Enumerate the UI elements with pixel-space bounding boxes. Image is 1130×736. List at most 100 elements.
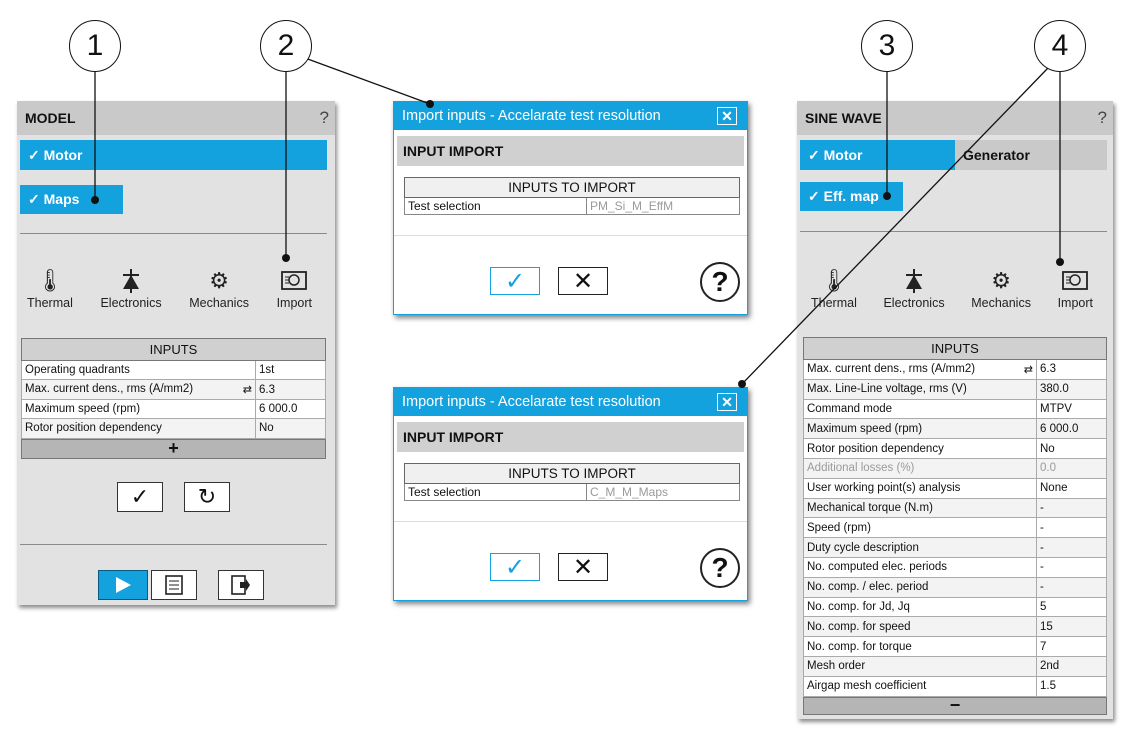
help-icon[interactable]: ? — [700, 548, 740, 588]
divider — [394, 521, 747, 522]
help-icon[interactable]: ? — [319, 108, 329, 127]
thermal-tool[interactable]: 🌡 Thermal — [27, 266, 73, 310]
help-icon[interactable]: ? — [700, 262, 740, 302]
table-row[interactable]: Duty cycle description- — [803, 537, 1107, 558]
tool-label: Mechanics — [189, 296, 249, 310]
tool-label: Thermal — [27, 296, 73, 310]
confirm-button[interactable]: ✓ — [490, 553, 540, 581]
electronics-tool[interactable]: Electronics — [100, 266, 162, 310]
export-button[interactable] — [218, 570, 264, 600]
export-icon — [231, 575, 250, 595]
inputs-table: INPUTS Max. current dens., rms (A/mm2)⇄6… — [803, 337, 1107, 697]
play-icon — [116, 577, 131, 593]
dialog-title-bar: Import inputs - Accelarate test resoluti… — [394, 102, 747, 130]
dialog-title-bar: Import inputs - Accelarate test resoluti… — [394, 388, 747, 416]
report-button[interactable] — [151, 570, 197, 600]
import-tool[interactable]: Import — [1058, 266, 1093, 310]
row-label: No. comp. for Jd, Jq — [803, 596, 1037, 618]
row-value[interactable]: 380.0 — [1036, 378, 1107, 400]
row-value[interactable]: None — [1036, 477, 1107, 499]
section-title: INPUT IMPORT — [397, 422, 744, 452]
maps-button[interactable]: ✓ Maps — [20, 185, 123, 214]
inputs-table-wrap: INPUTS Max. current dens., rms (A/mm2)⇄6… — [803, 337, 1107, 715]
collapse-button[interactable]: − — [803, 695, 1107, 715]
mechanics-tool[interactable]: ⚙ Mechanics — [189, 266, 249, 310]
row-label: Airgap mesh coefficient — [803, 675, 1037, 697]
generator-tab[interactable]: Generator — [955, 140, 1107, 170]
table-row[interactable]: Maximum speed (rpm)6 000.0 — [803, 418, 1107, 440]
table-row[interactable]: Max. current dens., rms (A/mm2)⇄6.3 — [803, 359, 1107, 380]
help-icon[interactable]: ? — [1097, 108, 1107, 127]
callout-3: 3 — [861, 20, 913, 72]
test-selection-field[interactable]: C_M_M_Maps — [586, 483, 740, 501]
table-row[interactable]: No. comp. / elec. period- — [803, 576, 1107, 598]
tool-label: Import — [1057, 296, 1093, 310]
cancel-button[interactable]: ✕ — [558, 267, 608, 295]
row-label: Max. current dens., rms (A/mm2)⇄ — [803, 359, 1037, 380]
apply-button[interactable]: ✓ — [117, 482, 163, 512]
divider — [800, 231, 1107, 232]
swap-icon[interactable]: ⇄ — [242, 384, 252, 397]
row-label: Mesh order — [803, 655, 1037, 677]
panel-title: SINE WAVE — [805, 110, 882, 126]
motor-tab[interactable]: ✓ Motor — [20, 140, 327, 170]
row-value[interactable]: 2nd — [1036, 655, 1107, 677]
test-selection-field[interactable]: PM_Si_M_EffM — [586, 197, 740, 215]
row-label: Test selection — [404, 483, 587, 501]
model-panel: MODEL ? ✓ Motor ✓ Maps 🌡 Thermal Electro… — [17, 101, 335, 605]
divider — [20, 544, 327, 545]
table-row[interactable]: Additional losses (%)0.0 — [803, 457, 1107, 479]
row-value[interactable]: 6.3 — [1036, 359, 1107, 380]
row-label: Max. current dens., rms (A/mm2)⇄ — [21, 379, 256, 400]
mechanics-tool[interactable]: ⚙ Mechanics — [971, 266, 1031, 310]
panel-title: MODEL — [25, 110, 76, 126]
close-icon[interactable]: ✕ — [717, 393, 737, 411]
row-label: Rotor position dependency — [803, 438, 1037, 459]
divider — [394, 235, 747, 236]
cancel-button[interactable]: ✕ — [558, 553, 608, 581]
section-title: INPUT IMPORT — [397, 136, 744, 166]
close-icon[interactable]: ✕ — [717, 107, 737, 125]
import-tool[interactable]: Import — [277, 266, 312, 310]
row-value[interactable]: - — [1036, 576, 1107, 598]
row-value[interactable]: 6 000.0 — [255, 398, 326, 420]
import-icon — [1062, 266, 1089, 296]
row-label: Maximum speed (rpm) — [803, 418, 1037, 440]
row-value[interactable]: No — [255, 418, 326, 439]
run-button[interactable] — [98, 570, 148, 600]
motor-tab[interactable]: ✓ Motor — [800, 140, 955, 170]
row-value[interactable]: 6.3 — [255, 379, 326, 400]
tool-label: Import — [276, 296, 312, 310]
confirm-button[interactable]: ✓ — [490, 267, 540, 295]
expand-button[interactable]: + — [21, 438, 326, 459]
tool-bar: 🌡 Thermal Electronics ⚙ Mechanics Import — [27, 266, 312, 310]
swap-icon[interactable]: ⇄ — [1023, 363, 1033, 376]
table-row[interactable]: Max. current dens., rms (A/mm2)⇄6.3 — [21, 379, 326, 400]
thermometer-icon: 🌡 — [35, 268, 64, 293]
callout-2: 2 — [260, 20, 312, 72]
reset-button[interactable]: ↻ — [184, 482, 230, 512]
row-value[interactable]: 6 000.0 — [1036, 418, 1107, 440]
import-table-header: INPUTS TO IMPORT — [404, 177, 740, 198]
gears-icon: ⚙ — [991, 268, 1011, 293]
electronics-tool[interactable]: Electronics — [883, 266, 945, 310]
table-row[interactable]: Maximum speed (rpm)6 000.0 — [21, 398, 326, 420]
row-label: No. comp. for speed — [803, 616, 1037, 638]
row-label: Rotor position dependency — [21, 418, 256, 439]
thermal-tool[interactable]: 🌡 Thermal — [811, 266, 857, 310]
report-icon — [165, 575, 183, 595]
divider — [20, 233, 327, 234]
row-value[interactable]: 1.5 — [1036, 675, 1107, 697]
